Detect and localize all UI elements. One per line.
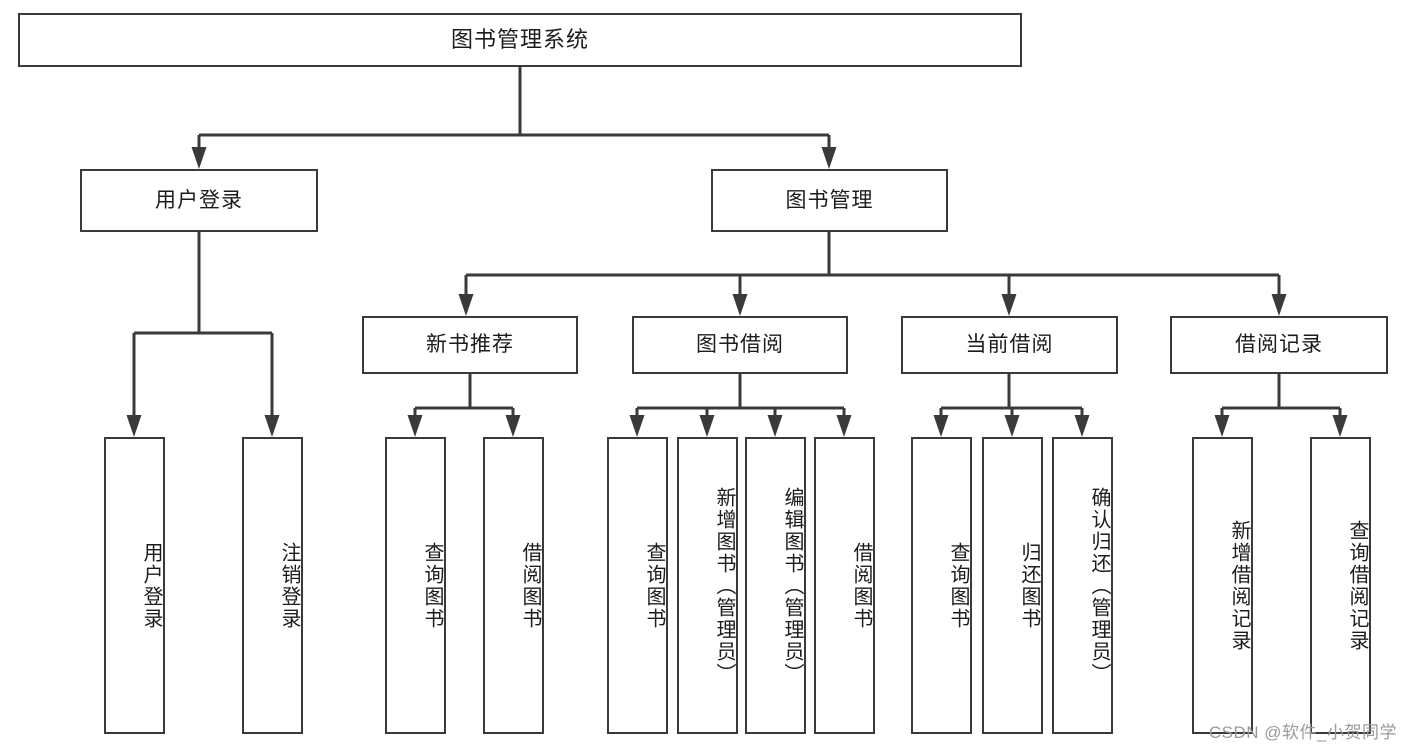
arrowhead-icon <box>699 415 715 437</box>
arrowhead-icon <box>821 147 837 169</box>
node-label: 新书推荐 <box>426 333 514 357</box>
node-book-borrow[interactable]: 图书借阅 <box>632 316 848 374</box>
arrowhead-icon <box>1001 294 1017 316</box>
arrowhead-icon <box>1004 415 1020 437</box>
watermark: CSDN @软件_小贺同学 <box>1208 723 1397 742</box>
node-leaf-borrow-book-1[interactable]: 借阅图书 <box>483 437 544 734</box>
node-leaf-confirm-return[interactable]: 确认归还（管理员） <box>1052 437 1113 734</box>
node-label: 借阅记录 <box>1235 333 1323 357</box>
arrowhead-icon <box>407 415 423 437</box>
node-label: 当前借阅 <box>965 333 1054 357</box>
node-leaf-add-book[interactable]: 新增图书（管理员） <box>677 437 738 734</box>
node-label: 新增借阅记录 <box>1228 519 1250 652</box>
node-leaf-add-record[interactable]: 新增借阅记录 <box>1192 437 1253 734</box>
node-label: 新增图书（管理员） <box>713 486 735 685</box>
node-new-book-rec[interactable]: 新书推荐 <box>362 316 578 374</box>
arrowhead-icon <box>505 415 521 437</box>
node-label: 查询图书 <box>421 541 443 630</box>
node-root[interactable]: 图书管理系统 <box>18 13 1022 67</box>
node-label: 借阅图书 <box>850 541 872 630</box>
node-label: 图书管理系统 <box>450 26 589 52</box>
node-book-manage[interactable]: 图书管理 <box>711 169 948 232</box>
node-current-borrow[interactable]: 当前借阅 <box>901 316 1118 374</box>
node-leaf-borrow-book-2[interactable]: 借阅图书 <box>814 437 875 734</box>
node-label: 查询借阅记录 <box>1346 519 1368 652</box>
node-label: 查询图书 <box>947 541 969 630</box>
node-label: 编辑图书（管理员） <box>781 486 803 685</box>
arrowhead-icon <box>933 415 949 437</box>
arrowhead-icon <box>191 147 207 169</box>
node-leaf-logout[interactable]: 注销登录 <box>242 437 303 734</box>
node-label: 用户登录 <box>155 188 243 212</box>
arrowhead-icon <box>1074 415 1090 437</box>
arrowhead-icon <box>629 415 645 437</box>
arrowhead-icon <box>767 415 783 437</box>
node-leaf-query-record[interactable]: 查询借阅记录 <box>1310 437 1371 734</box>
node-leaf-user-login[interactable]: 用户登录 <box>104 437 165 734</box>
node-label: 图书借阅 <box>696 333 784 357</box>
arrowhead-icon <box>1271 294 1287 316</box>
node-label: 注销登录 <box>278 541 300 630</box>
node-label: 用户登录 <box>140 541 162 630</box>
node-leaf-edit-book[interactable]: 编辑图书（管理员） <box>745 437 806 734</box>
arrowhead-icon <box>732 294 748 316</box>
node-leaf-return-book[interactable]: 归还图书 <box>982 437 1043 734</box>
node-label: 归还图书 <box>1018 541 1040 630</box>
node-leaf-query-book-2[interactable]: 查询图书 <box>607 437 668 734</box>
arrowhead-icon <box>264 415 280 437</box>
arrowhead-icon <box>1332 415 1348 437</box>
arrowhead-icon <box>836 415 852 437</box>
node-user-login[interactable]: 用户登录 <box>80 169 318 232</box>
node-label: 查询图书 <box>643 541 665 630</box>
arrowhead-icon <box>458 294 474 316</box>
node-leaf-query-book-3[interactable]: 查询图书 <box>911 437 972 734</box>
node-borrow-record[interactable]: 借阅记录 <box>1170 316 1388 374</box>
arrowhead-icon <box>1214 415 1230 437</box>
node-label: 借阅图书 <box>519 541 541 630</box>
node-label: 图书管理 <box>785 188 874 212</box>
arrowhead-icon <box>126 415 142 437</box>
node-label: 确认归还（管理员） <box>1088 486 1110 685</box>
node-leaf-query-book-1[interactable]: 查询图书 <box>385 437 446 734</box>
